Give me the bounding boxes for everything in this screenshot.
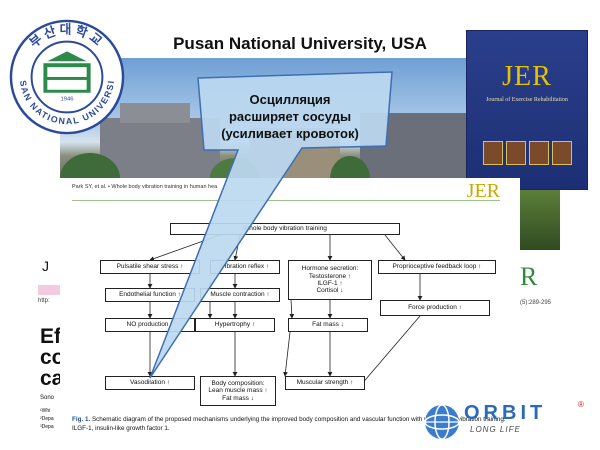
fragment-sono: Sono [40,395,55,401]
callout-line-3: (усиливает кровоток) [221,125,359,141]
orbit-brand: ORBIT [464,402,547,424]
box-endothelial-function: Endothelial function ↑ [105,288,195,302]
bodycomp-line-1: Body composition: [211,379,265,387]
bodycomp-line-3: Fat mass ↓ [222,394,254,402]
fragment-ef: Ef [40,325,61,348]
fragment-http: http: [38,298,50,304]
background-photo-strip [520,190,560,250]
fragment-whi: ¹Whi [40,408,51,414]
orbit-logo: ORBIT LONG LIFE ® [422,398,592,446]
box-no-production: NO production ↑ [105,318,195,332]
slide-title: Pusan National University, USA [173,34,427,53]
hormone-line-1: Hormone secretion: [301,265,359,273]
orbit-registered-mark: ® [578,400,584,409]
callout-line-1: Осцилляция [249,92,331,107]
orbit-tagline: LONG LIFE [470,425,521,434]
cover-subtitle: Journal of Exercise Rehabilitation [486,97,568,103]
bodycomp-line-2: Lean muscle mass ↑ [208,387,268,395]
seal-year: 1946 [60,97,74,103]
box-proprioceptive-loop: Proprioceptive feedback loop ↑ [378,260,496,274]
pink-highlight [38,285,60,295]
cover-photos [483,141,572,165]
fragment-ca: ca [40,367,64,390]
box-fat-mass: Fat mass ↓ [288,318,368,332]
figure-caption: Fig. 1. Schematic diagram of the propose… [72,416,512,433]
fragment-dep1: ²Depa [40,416,54,422]
box-hormone-secretion: Hormone secretion: Testosterone ↑ ILGF-1… [288,260,372,300]
globe-icon [424,404,460,440]
hormone-line-4: Cortisol ↓ [316,287,344,295]
fragment-dep2: ³Depa [40,424,54,430]
university-seal: 부산대학교 PUSAN NATIONAL UNIVERSITY 1946 [8,18,125,135]
paper-running-header: Park SY, et al. • Whole body vibration t… [72,184,218,190]
fragment-co: co [40,346,65,369]
box-shear-stress: Pulsatile shear stress ↑ [100,260,200,274]
box-body-composition: Body composition: Lean muscle mass ↑ Fat… [200,376,276,406]
caption-text: Schematic diagram of the proposed mechan… [72,416,506,432]
box-vibration-reflex: Vibration reflex ↑ [210,260,280,274]
journal-cover: JER Journal of Exercise Rehabilitation [466,30,588,190]
box-hypertrophy: Hypertrophy ↑ [195,318,275,332]
fragment-r: R [520,262,538,291]
fragment-j: J [42,258,49,274]
box-muscle-contraction: Muscle contraction ↑ [200,288,280,302]
box-force-production: Force production ↑ [380,300,490,316]
paper-jer-logo: JER [466,180,500,202]
box-vasodilation: Vasodilation ↑ [105,376,195,390]
callout-bubble: Осцилляция расширяет сосуды (усиливает к… [205,92,375,143]
callout-line-2: расширяет сосуды [228,108,352,124]
caption-label: Fig. 1. [72,416,91,423]
box-whole-body-vibration: Whole body vibration training [170,223,400,235]
cover-brand: JER [502,61,552,92]
box-muscular-strength: Muscular strength ↑ [285,376,365,390]
fragment-pages: (5):289-295 [520,300,552,306]
hormone-line-3: ILGF-1 ↑ [317,280,343,287]
hormone-line-2: Testosterone ↑ [308,272,352,280]
